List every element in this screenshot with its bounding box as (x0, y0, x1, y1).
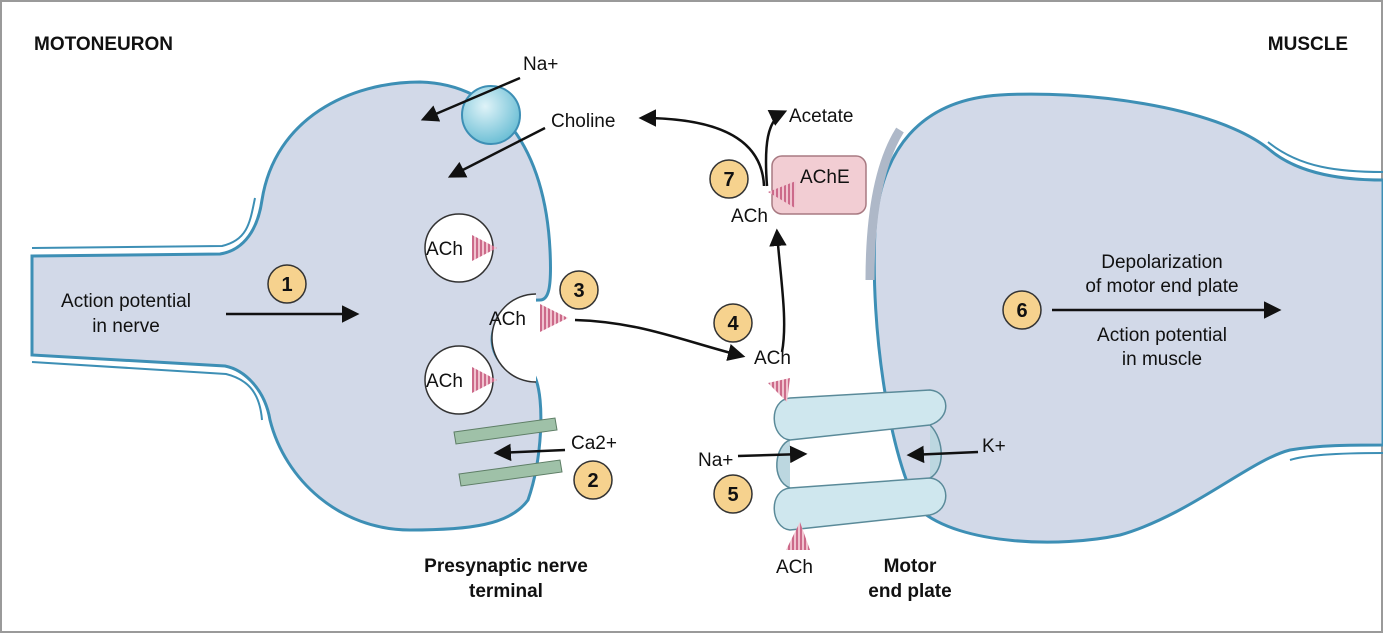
ach-to-ache-arrow (769, 228, 787, 353)
ach-bound-bottom (786, 522, 810, 550)
ache-label: AChE (800, 167, 850, 188)
step-badge-2: 2 (573, 460, 613, 500)
ach-triangle (472, 367, 497, 393)
muscle-header: MUSCLE (1268, 34, 1348, 55)
muscle-membrane-shadow (865, 127, 904, 281)
step-badge-7: 7 (709, 159, 749, 199)
choline-return-arrow (638, 109, 766, 187)
depol-line1: Depolarization (1101, 252, 1222, 273)
svg-text:5: 5 (727, 484, 738, 506)
ap-muscle-line1: Action potential (1097, 325, 1227, 346)
vesicle-bottom: ACh (424, 345, 497, 415)
ca-label: Ca2+ (571, 433, 617, 454)
ap-nerve-line1: Action potential (61, 291, 191, 312)
ach-triangle (768, 181, 796, 208)
step-badge-6: 6 (1002, 290, 1042, 330)
ach-triangle (540, 304, 568, 332)
axon-membrane-bottom (31, 361, 263, 421)
presynaptic-caption-line1: Presynaptic nerve (424, 556, 588, 577)
vesicle-bottom-ach: ACh (426, 371, 463, 392)
step-badge-5: 5 (713, 474, 753, 514)
na-channel-label: Na+ (698, 450, 733, 471)
choline-transporter (461, 85, 521, 145)
svg-text:6: 6 (1016, 300, 1027, 322)
step-badge-4: 4 (713, 303, 753, 343)
acetate-arrow (764, 110, 788, 187)
svg-text:4: 4 (727, 313, 739, 335)
depol-line2: of motor end plate (1085, 276, 1238, 297)
step-badge-1: 1 (267, 264, 307, 304)
endplate-caption-line1: Motor (884, 556, 937, 577)
ach-bound-top (768, 378, 790, 402)
motoneuron-header: MOTONEURON (34, 34, 173, 55)
na-top-label: Na+ (523, 54, 558, 75)
presynaptic-caption-line2: terminal (469, 581, 543, 602)
endplate-caption-line2: end plate (868, 581, 951, 602)
k-channel-arrow (906, 445, 979, 464)
ap-nerve-line2: in nerve (92, 316, 160, 337)
ap-muscle-line2: in muscle (1122, 349, 1202, 370)
ach-synaptic-label: ACh (754, 348, 791, 369)
ache-enzyme (771, 155, 867, 215)
vesicle-top-ach: ACh (426, 239, 463, 260)
k-channel-label: K+ (982, 436, 1006, 457)
step-badge-3: 3 (559, 270, 599, 310)
muscle-membrane-top (1267, 141, 1383, 173)
vesicle-fusing-ach: ACh (489, 309, 526, 330)
ach-triangle (472, 235, 497, 261)
vesicle-top: ACh (424, 213, 497, 283)
choline-uptake-arrow (447, 126, 546, 178)
ca-channel-top (453, 417, 558, 445)
ach-bottom-label: ACh (776, 557, 813, 578)
svg-text:7: 7 (723, 169, 734, 191)
svg-text:2: 2 (587, 470, 598, 492)
ach-diffusion-arrow (574, 318, 746, 361)
ca-influx-arrow (493, 443, 566, 462)
svg-text:3: 3 (573, 280, 584, 302)
svg-text:1: 1 (281, 274, 292, 296)
muscle-fiber (872, 92, 1383, 544)
acetate-label: Acetate (789, 106, 853, 127)
axon-membrane-top (31, 197, 256, 249)
choline-label: Choline (551, 111, 615, 132)
muscle-membrane-bottom (1289, 452, 1383, 461)
na-channel-arrow (737, 445, 808, 464)
ca-channel-bottom (458, 459, 563, 487)
ach-receptor-channel (768, 378, 947, 550)
na-influx-arrow (420, 76, 521, 122)
ach-hydrolysis-label: ACh (731, 206, 768, 227)
vesicle-fusing: ACh (489, 293, 568, 383)
